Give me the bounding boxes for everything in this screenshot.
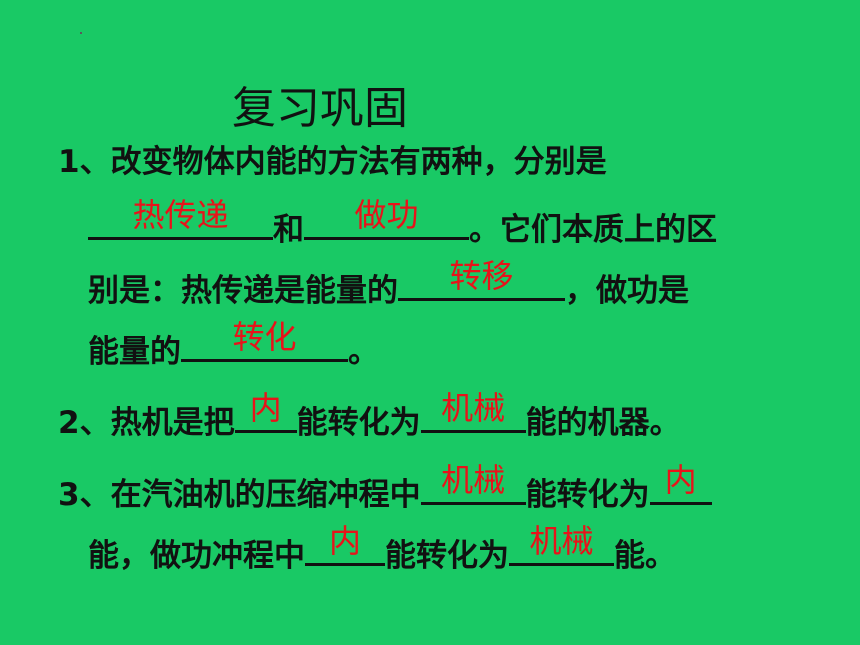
decorative-dot	[80, 32, 82, 34]
q3-text-2-mid: 能转化为	[385, 538, 509, 574]
q1-text-4-post: 。	[348, 334, 379, 370]
q3-line-2: 能，做功冲程中 内 能转化为 机械 能。	[88, 522, 676, 576]
slide-title: 复习巩固	[232, 83, 408, 134]
q1-blank-2: 做功	[304, 196, 469, 240]
q2-text-mid: 能转化为	[296, 405, 421, 441]
q1-line-2: 热传递 和 做功 。它们本质上的区	[88, 196, 717, 250]
q1-line-3: 别是：热传递是能量的 转移 ，做功是	[88, 257, 689, 311]
q2-blank-1: 内	[234, 389, 297, 433]
q3-blank-1: 机械	[420, 461, 526, 505]
q1-text-4-pre: 能量的	[88, 334, 181, 370]
q3-answer-3: 内	[328, 522, 361, 560]
q3-answer-2: 内	[664, 461, 697, 499]
q1-text-3-pre: 别是：热传递是能量的	[88, 273, 398, 309]
q2-answer-2: 机械	[441, 389, 506, 427]
q3-answer-4: 机械	[529, 522, 594, 560]
q3-answer-1: 机械	[441, 461, 506, 499]
q1-answer-3: 转移	[449, 257, 514, 295]
q3-text-pre: 3、在汽油机的压缩冲程中	[58, 477, 421, 513]
q1-text-3-post: ，做功是	[565, 273, 689, 309]
q2-blank-2: 机械	[420, 389, 526, 433]
q2-line: 2、热机是把 内 能转化为 机械 能的机器。	[58, 389, 681, 443]
q2-answer-1: 内	[249, 389, 282, 427]
q2-text-pre: 2、热机是把	[58, 405, 235, 441]
q3-blank-4: 机械	[509, 522, 614, 566]
q2-text-post: 能的机器。	[525, 405, 681, 441]
q3-text-2-post: 能。	[614, 538, 676, 574]
q1-answer-2: 做功	[354, 196, 419, 234]
q1-line-4: 能量的 转化 。	[88, 318, 379, 372]
q3-text-mid: 能转化为	[525, 477, 650, 513]
q3-blank-3: 内	[305, 522, 385, 566]
q1-text-1: 1、改变物体内能的方法有两种，分别是	[58, 144, 607, 180]
q1-blank-1: 热传递	[88, 196, 273, 240]
q1-answer-4: 转化	[232, 318, 297, 356]
q1-text-he: 和	[273, 212, 304, 248]
q1-answer-1: 热传递	[132, 196, 229, 234]
q3-line-1: 3、在汽油机的压缩冲程中 机械 能转化为 内	[58, 461, 712, 515]
q3-blank-2: 内	[649, 461, 712, 505]
q1-line-1: 1、改变物体内能的方法有两种，分别是	[58, 142, 607, 182]
q1-blank-4: 转化	[181, 318, 348, 362]
q1-text-tail: 。它们本质上的区	[469, 212, 717, 248]
q1-blank-3: 转移	[398, 257, 565, 301]
q3-text-2-pre: 能，做功冲程中	[88, 538, 305, 574]
